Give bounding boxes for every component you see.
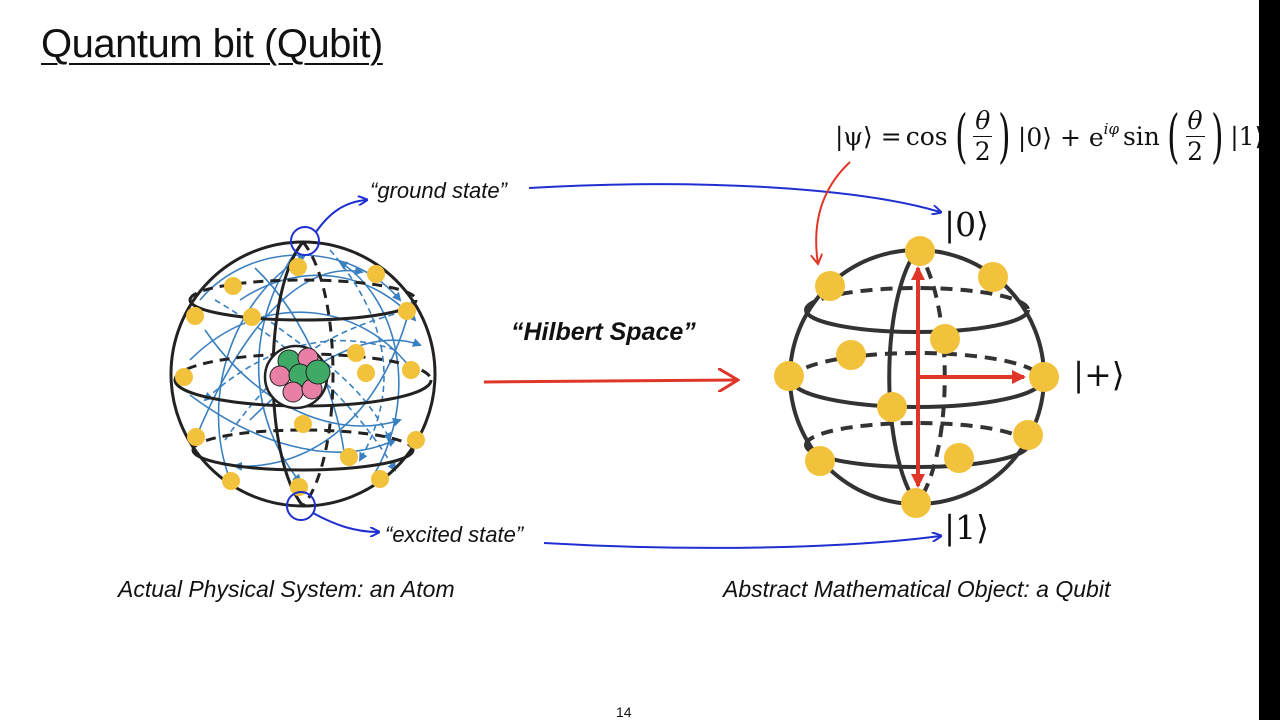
hilbert-mapping-arrow	[483, 380, 738, 382]
frac-numerator: θ	[1185, 105, 1205, 137]
state-dot	[805, 446, 835, 476]
electron	[222, 472, 240, 490]
state-dot	[978, 262, 1008, 292]
state-dot	[1029, 362, 1059, 392]
state-dot	[905, 236, 935, 266]
electron	[357, 364, 375, 382]
page-number: 14	[616, 704, 632, 720]
proton	[282, 381, 304, 403]
right-paren: )	[1210, 102, 1224, 170]
frac-denominator: 2	[1187, 136, 1204, 166]
ground-to-ket0-arrow	[528, 183, 940, 212]
qubit-caption: Abstract Mathematical Object: a Qubit	[723, 576, 1111, 602]
qubit-state-formula: |ψ⟩ = cos ( θ 2 ) |0⟩ + eiφ sin ( θ 2 ) …	[833, 101, 1259, 171]
electron	[187, 428, 205, 446]
nucleus	[263, 344, 331, 410]
state-dot	[944, 443, 974, 473]
formula-cos: cos	[905, 121, 948, 151]
electron	[243, 308, 261, 326]
excited-state-label: “excited state”	[385, 522, 524, 547]
formula-pointer-arrow	[816, 161, 851, 264]
atom-diagram	[169, 226, 437, 521]
ket-plus-label: |+⟩	[1073, 355, 1125, 394]
state-dot	[836, 340, 866, 370]
state-dot	[901, 488, 931, 518]
hilbert-space-label: “Hilbert Space”	[511, 318, 696, 346]
frac-numerator: θ	[973, 105, 993, 137]
formula-ket0-term: |0⟩ + eiφ	[1018, 120, 1119, 152]
right-paren: )	[998, 102, 1011, 170]
state-vector-arrows	[911, 266, 1026, 488]
ground-callout-arrow	[315, 200, 366, 233]
formula-ket1: |1⟩	[1230, 121, 1259, 151]
ket-zero-label: |0⟩	[944, 205, 989, 244]
electron	[186, 307, 204, 325]
electron	[371, 470, 389, 488]
theta-over-two: θ 2	[1185, 105, 1205, 167]
electron	[402, 361, 420, 379]
ground-state-highlight	[290, 226, 320, 256]
bloch-states	[774, 236, 1059, 518]
electron	[289, 258, 307, 276]
electron	[407, 431, 425, 449]
formula-sin: sin	[1122, 121, 1160, 151]
proton	[269, 365, 291, 387]
slide-title: Quantum bit (Qubit)	[41, 22, 383, 66]
excited-to-ket1-arrow	[543, 536, 940, 549]
theta-over-two: θ 2	[973, 105, 993, 167]
state-dot	[774, 361, 804, 391]
state-dot	[877, 392, 907, 422]
formula-lhs: |ψ⟩ =	[835, 121, 902, 151]
left-paren: (	[954, 102, 968, 170]
atom-caption: Actual Physical System: an Atom	[118, 576, 455, 602]
phase-exponent: iφ	[1103, 120, 1119, 138]
electron	[398, 302, 416, 320]
electron	[340, 448, 358, 466]
frac-denominator: 2	[974, 136, 991, 166]
bloch-sphere	[774, 236, 1059, 518]
state-dot	[930, 324, 960, 354]
left-paren: (	[1166, 102, 1180, 170]
electron	[294, 415, 312, 433]
electron	[367, 265, 385, 283]
electron	[347, 344, 365, 362]
state-dot	[1013, 420, 1043, 450]
state-dot	[815, 271, 845, 301]
neutron	[305, 359, 331, 385]
electron	[175, 368, 193, 386]
ket0-plus-e: |0⟩ + e	[1017, 123, 1104, 152]
excited-callout-arrow	[312, 512, 378, 532]
electron	[224, 277, 242, 295]
mapping-arrows	[312, 183, 940, 549]
ground-state-label: “ground state”	[370, 178, 507, 203]
ket-one-label: |1⟩	[944, 508, 989, 547]
excited-state-highlight	[286, 491, 316, 521]
